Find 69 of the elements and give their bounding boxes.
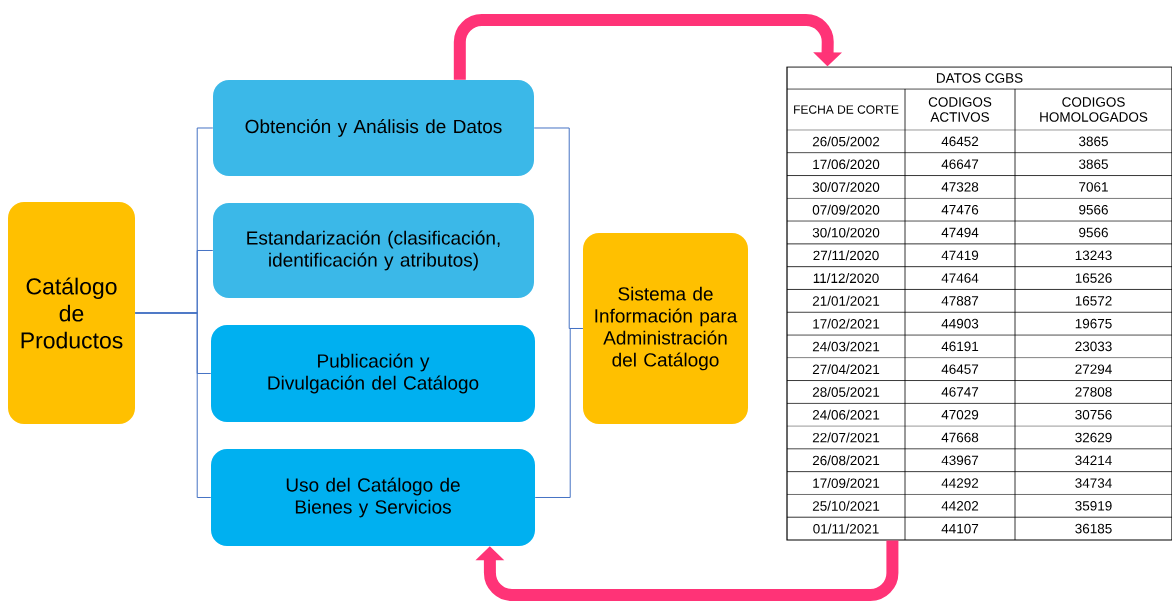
- table-cell: 46747: [941, 387, 979, 397]
- arrow: [453, 14, 842, 80]
- table-cell: 27/11/2020: [813, 250, 879, 261]
- table-cell: 30/07/2020: [812, 182, 880, 192]
- table-cell: 44202: [941, 501, 979, 511]
- table-cell: 46191: [941, 341, 979, 352]
- table-cell: 27294: [1075, 364, 1112, 374]
- table-cell: 23033: [1075, 341, 1112, 352]
- table-cell: 9566: [1079, 227, 1108, 238]
- process-box: Sistema de Información para Administración del Catálogo: [583, 233, 748, 424]
- table-cell: 13243: [1075, 250, 1112, 261]
- table-cell: 17/06/2020: [813, 159, 880, 170]
- table-cell: 07/09/2020: [812, 204, 880, 215]
- table-cell: 47887: [941, 296, 979, 306]
- table-cell: 30/10/2020: [812, 227, 880, 238]
- process-box: Publicación y Divulgación del Catálogo: [211, 325, 535, 422]
- table-cell: 16572: [1075, 296, 1112, 306]
- process-box: Estandarización (clasificación, identificación y atributos): [213, 203, 534, 298]
- table-cell: 44903: [941, 318, 979, 329]
- table-cell: 30756: [1075, 409, 1112, 420]
- table-title: DATOS CGBS: [937, 73, 1023, 83]
- table-cell: 34214: [1075, 455, 1112, 466]
- table-cell: 32629: [1075, 432, 1112, 443]
- table-cell: 35919: [1075, 501, 1112, 511]
- table-cell: 9566: [1079, 204, 1108, 215]
- table-cell: 24/03/2021: [812, 341, 880, 352]
- table-cell: 47668: [941, 432, 979, 443]
- table-cell: 26/08/2021: [812, 455, 880, 466]
- table-cell: 7061: [1079, 182, 1108, 192]
- table-cell: 19675: [1075, 318, 1112, 329]
- table-cell: 44107: [941, 523, 979, 534]
- table-cell: 47494: [941, 227, 979, 238]
- table-cell: 44292: [941, 478, 979, 488]
- table-cell: 47476: [941, 204, 979, 215]
- table-cell: 46647: [941, 159, 979, 169]
- table-cell: 22/07/2021: [812, 432, 880, 443]
- arrow: [475, 540, 899, 601]
- table-cell: 47029: [941, 409, 979, 420]
- column-header: CODIGOS ACTIVOS: [928, 97, 992, 122]
- table-cell: 47419: [941, 250, 979, 261]
- table-cell: 11/12/2020: [813, 273, 879, 283]
- table-cell: 3865: [1079, 136, 1108, 147]
- column-header: CODIGOS HOMOLOGADOS: [1040, 97, 1148, 122]
- table-cell: 34734: [1075, 478, 1112, 488]
- table-cell: 25/10/2021: [812, 500, 880, 511]
- table-cell: 47464: [941, 273, 979, 283]
- process-box: Uso del Catálogo de Bienes y Servicios: [211, 449, 535, 546]
- table-cell: 27808: [1075, 387, 1112, 397]
- table-cell: 36185: [1075, 523, 1112, 534]
- table-cell: 46457: [941, 364, 979, 374]
- table-cell: 24/06/2021: [812, 409, 880, 420]
- table-cell: 27/04/2021: [812, 364, 880, 375]
- bracket-line: [134, 312, 212, 498]
- table-cell: 01/11/2021: [813, 523, 879, 534]
- table-cell: 17/02/2021: [813, 318, 880, 329]
- data-table: [786, 66, 1172, 541]
- column-header: FECHA DE CORTE: [794, 105, 899, 114]
- table-cell: 47328: [941, 182, 979, 192]
- table-cell: 16526: [1075, 273, 1112, 283]
- table-cell: 21/01/2021: [812, 295, 880, 306]
- table-cell: 46452: [941, 136, 979, 147]
- table-cell: 43967: [941, 455, 979, 466]
- bracket-line: [534, 328, 584, 498]
- table-cell: 3865: [1079, 159, 1108, 169]
- table-cell: 17/09/2021: [813, 478, 880, 488]
- table-cell: 26/05/2002: [812, 136, 880, 147]
- process-box: Catálogo de Productos: [8, 202, 135, 424]
- process-box: Obtención y Análisis de Datos: [213, 80, 534, 176]
- table-cell: 28/05/2021: [812, 387, 880, 397]
